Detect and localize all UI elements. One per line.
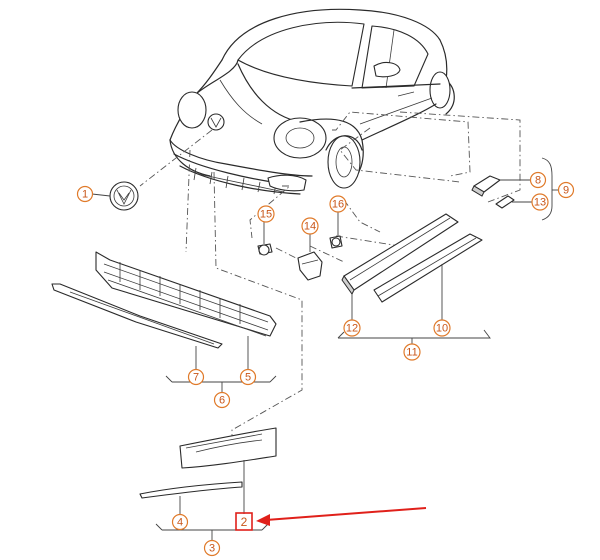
callout-13-label: 13: [534, 197, 546, 209]
callout-6: 6: [213, 391, 231, 409]
reference-lines: [139, 111, 521, 444]
callout-2-label: 2: [241, 515, 248, 529]
callout-11-label: 11: [406, 347, 417, 359]
callout-10-label: 10: [436, 323, 448, 335]
fog-light-cover-part: [179, 427, 277, 469]
highlight-arrow: [256, 507, 427, 526]
callout-12: 12: [343, 319, 361, 337]
callout-1: 1: [76, 185, 94, 203]
sill-panel-part: [373, 233, 483, 303]
callout-15: 15: [257, 205, 275, 223]
callout-3: 3: [203, 539, 221, 557]
callout-9-label: 9: [563, 185, 569, 197]
insert-part: [495, 195, 515, 209]
chrome-strip-part: [139, 481, 243, 499]
car-illustration: [169, 8, 455, 195]
vw-emblem-part: [109, 181, 139, 211]
callout-4-label: 4: [177, 517, 183, 529]
callout-15-label: 15: [260, 209, 272, 221]
screw-part: [257, 243, 273, 256]
callout-10: 10: [433, 319, 451, 337]
clip-part: [329, 235, 343, 249]
callout-8: 8: [529, 171, 547, 189]
bumper-trim-strip-part: [51, 283, 223, 349]
bracket-part: [297, 251, 323, 281]
callout-2: 2: [241, 515, 248, 529]
callout-6-label: 6: [219, 395, 225, 407]
side-marker-part: [471, 175, 501, 197]
callout-14: 14: [301, 217, 319, 235]
callout-9: 9: [557, 181, 575, 199]
callout-3-label: 3: [209, 543, 215, 555]
callout-16-label: 16: [332, 199, 344, 211]
callout-14-label: 14: [304, 221, 316, 233]
callout-13: 13: [531, 193, 549, 211]
callout-1-label: 1: [82, 189, 88, 201]
callout-5: 5: [239, 368, 257, 386]
callout-2-highlight-box: [235, 512, 253, 531]
lower-grille-part: [95, 251, 277, 337]
callout-7-label: 7: [193, 372, 199, 384]
callout-leaders: [91, 157, 558, 540]
callout-4: 4: [171, 513, 189, 531]
callout-8-label: 8: [535, 175, 541, 187]
callout-7: 7: [187, 368, 205, 386]
callout-12-label: 12: [346, 323, 358, 335]
callout-16: 16: [329, 195, 347, 213]
callout-11: 11: [403, 343, 421, 361]
callout-5-label: 5: [245, 372, 251, 384]
